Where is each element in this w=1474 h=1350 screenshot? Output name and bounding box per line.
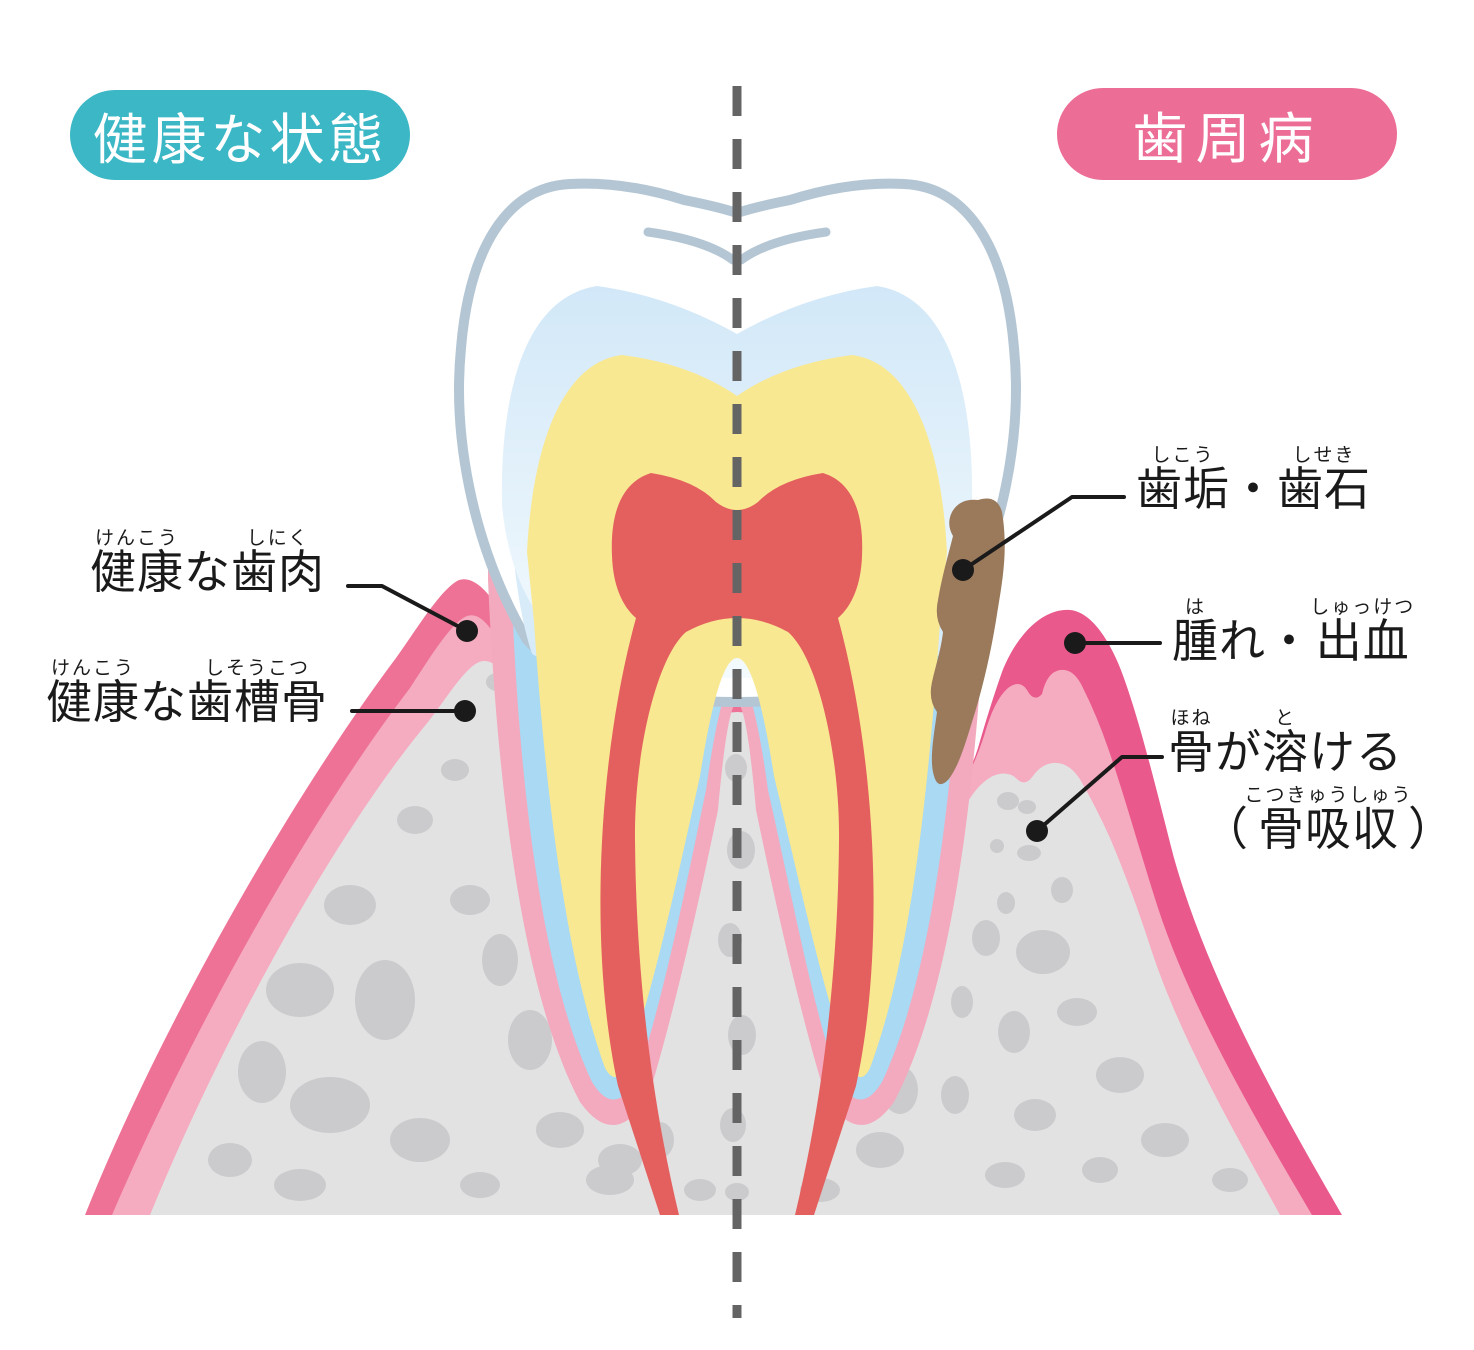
annotation-line-healthy-gum [346,584,469,633]
bone-spot [941,1076,969,1114]
annotation-connectors [346,495,1164,842]
bone-spot [990,839,1004,853]
bone-spot [508,1010,552,1070]
bone-spot [266,963,334,1017]
annotation-line-plaque [961,495,1126,572]
healthy-state-badge-label: 健康な状態 [92,108,388,172]
bone-spot [1014,1099,1056,1131]
periodontal-disease-badge: 歯周病 [1057,88,1397,180]
bone-spot [1212,1168,1248,1192]
bone-spot [725,1183,749,1201]
bone-spot [460,1172,500,1198]
bone-spot [598,1144,642,1176]
bone-spot [1017,845,1041,861]
bone-spot [536,1112,584,1148]
bone-spot [951,986,973,1018]
annotation-dot-healthy-gum [456,620,478,642]
periodontal-disease-badge-label: 歯周病 [1132,107,1322,171]
label-swelling-bleeding: 腫はれ・出血しゅっけつ [1172,596,1416,668]
cusp-groove-left [643,227,738,265]
bone-spot [997,892,1015,914]
bone-spot [324,885,376,925]
pulp-shape [600,473,874,1215]
annotation-dot-bone-loss [1026,820,1048,842]
bone-spot [856,1132,904,1168]
bone-spot [1096,1057,1144,1093]
bone-spot [238,1041,286,1103]
bone-spot [274,1169,326,1201]
bone-spot [355,960,415,1040]
bone-spot [482,934,518,986]
bone-spot [397,806,433,834]
bone-spot [985,1162,1025,1188]
annotation-dot-swelling [1064,632,1086,654]
label-bone-dissolving: 骨ほねが溶とける [1168,707,1403,779]
bone-spot [290,1077,370,1133]
annotation-dot-healthy-bone [454,700,476,722]
bone-spot [972,920,1000,956]
healthy-state-badge: 健康な状態 [70,90,410,180]
annotation-dot-plaque [952,559,974,581]
label-bone-resorption: （骨吸収こつきゅうしゅう） [1202,784,1455,856]
cusp-groove-right [736,227,831,265]
bone-spot [441,759,469,781]
bone-spot [1057,998,1097,1026]
annotation-line-bone-loss [1035,755,1164,833]
bone-spot [208,1143,252,1177]
bone-texture-spots [208,673,1248,1202]
bone-spot [1082,1157,1118,1183]
tartar-shape [930,498,1005,785]
label-plaque-tartar: 歯垢しこう・歯石しせき [1136,444,1371,516]
bone-spot [998,1011,1030,1053]
bone-spot [1141,1123,1189,1157]
bone-spot [728,1015,756,1055]
bone-spot [1016,930,1070,974]
bone-spot [390,1118,450,1162]
bone-spot [997,792,1019,810]
label-healthy-alveolar-bone: 健康けんこうな歯槽骨しそうこつ [46,657,328,729]
bone-spot [1018,800,1036,814]
label-healthy-gum: 健康けんこうな歯肉しにく [90,527,325,599]
bone-spot [1051,877,1073,903]
bone-spot [450,885,490,915]
bone-spot [684,1179,716,1201]
